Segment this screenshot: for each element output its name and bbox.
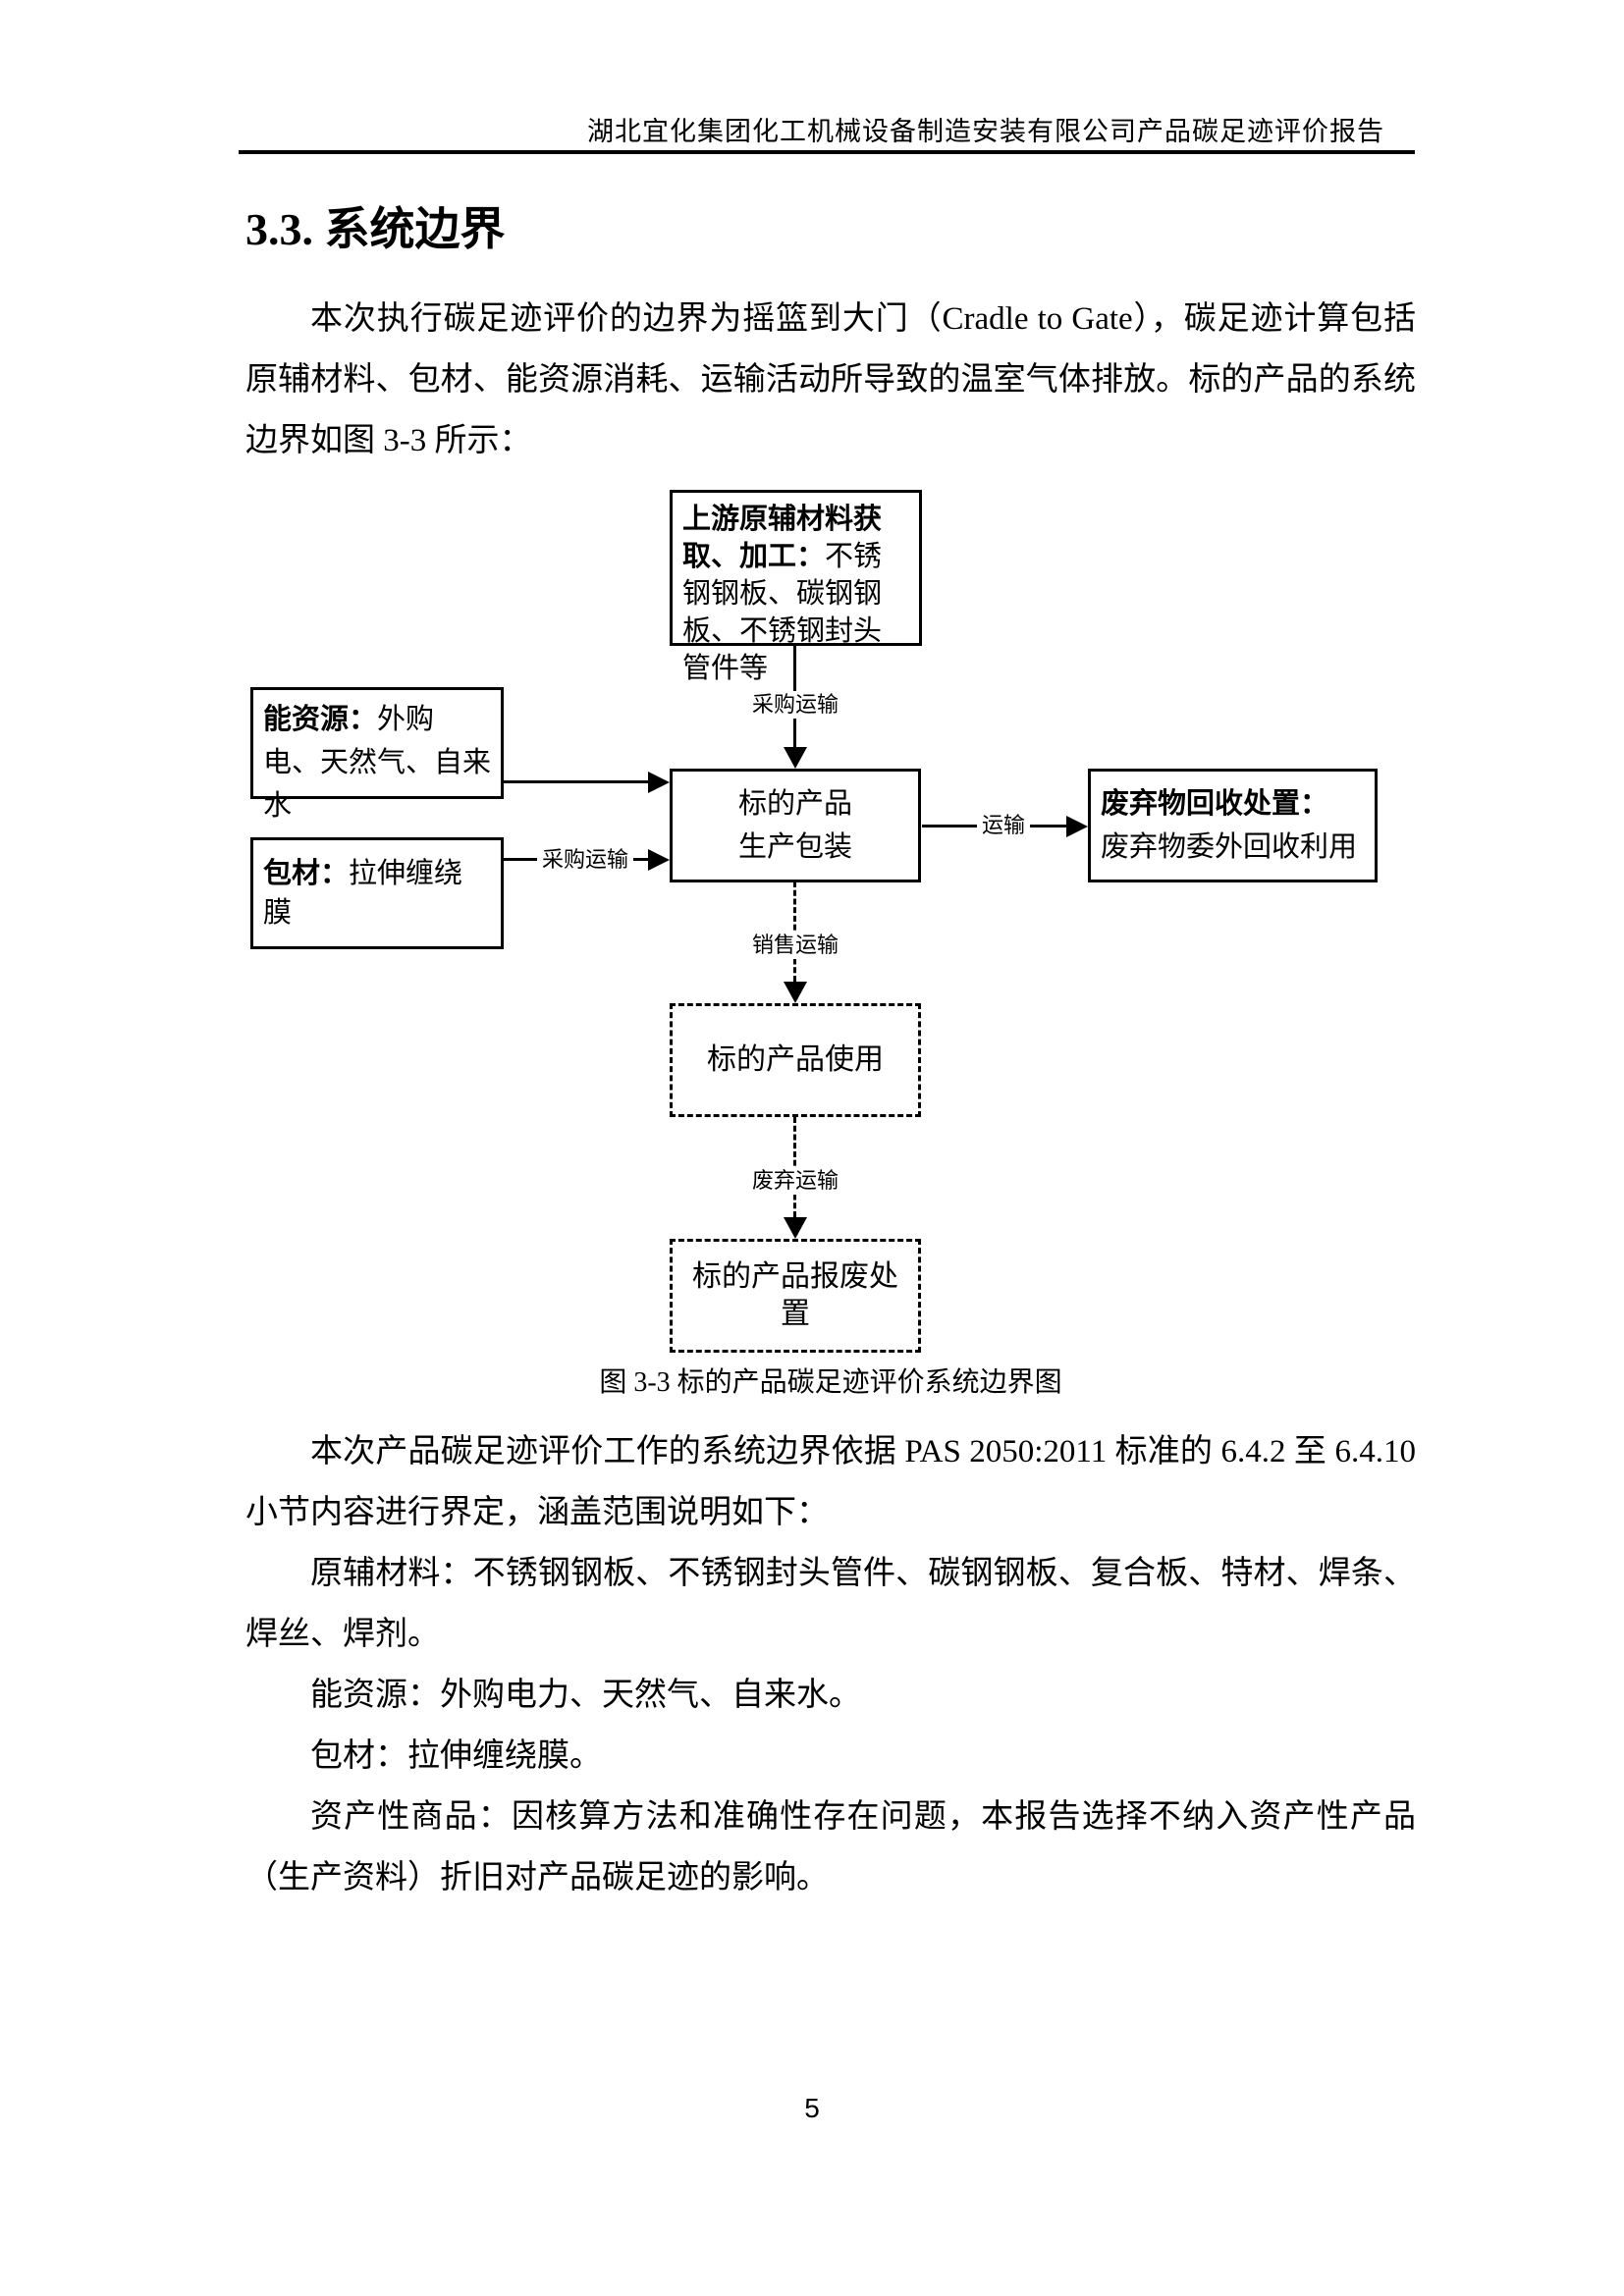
label-transport: 运输 xyxy=(976,812,1031,839)
packaging-box-title: 包材： xyxy=(263,858,350,889)
body-paragraph: 资产性商品：因核算方法和准确性存在问题，本报告选择不纳入资产性产品（生产资料）折… xyxy=(245,1799,1416,1896)
label-waste-transport: 废弃运输 xyxy=(746,1167,844,1195)
arrowhead-right-icon xyxy=(648,849,670,871)
arrowhead-down-icon xyxy=(784,747,807,769)
page-header-title: 湖北宜化集团化工机械设备制造安装有限公司产品碳足迹评价报告 xyxy=(587,117,1384,146)
energy-box-detail: 外购电、天然气、自来水 xyxy=(263,704,492,822)
label-procure-transport-left: 采购运输 xyxy=(536,846,634,874)
diagram-box-upstream-materials: 上游原辅材料获取、加工：不锈钢钢板、碳钢钢板、不锈钢封头管件等 xyxy=(670,490,922,684)
product-box-line2: 生产包装 xyxy=(737,831,852,863)
body-paragraph: 本次产品碳足迹评价工作的系统边界依据 PAS 2050:2011 标准的 6.4… xyxy=(245,1434,1416,1530)
diagram-box-product: 标的产品 生产包装 xyxy=(670,769,921,882)
body-paragraph: 能资源：外购电力、天然气、自来水。 xyxy=(310,1678,861,1713)
section-heading: 3.3. 系统边界 xyxy=(245,204,506,254)
lower-text-block: 图 3-3 标的产品碳足迹评价系统边界图 本次产品碳足迹评价工作的系统边界依据 … xyxy=(245,1361,1416,1908)
diagram-box-product-scrap: 标的产品报废处置 xyxy=(670,1239,921,1353)
label-procure-transport-top: 采购运输 xyxy=(746,691,844,719)
arrowhead-right-icon xyxy=(648,772,670,793)
waste-box-detail: 废弃物委外回收利用 xyxy=(1101,831,1358,863)
arrowhead-down-icon xyxy=(784,1217,807,1239)
arrowhead-right-icon xyxy=(1066,816,1088,837)
upstream-box-detail: 不锈钢钢板、碳钢钢板、不锈钢封头管件等 xyxy=(682,541,883,684)
use-box-label: 标的产品使用 xyxy=(707,1043,884,1076)
upstream-box-title: 上游原辅材料获取、加工： xyxy=(682,504,883,572)
waste-box-title: 废弃物回收处置： xyxy=(1101,788,1329,820)
arrowhead-down-icon xyxy=(784,982,807,1003)
page-number: 5 xyxy=(804,2093,820,2123)
figure-caption: 图 3-3 标的产品碳足迹评价系统边界图 xyxy=(599,1367,1062,1398)
body-paragraph: 原辅材料：不锈钢钢板、不锈钢封头管件、碳钢钢板、复合板、特材、焊条、焊丝、焊剂。 xyxy=(245,1556,1416,1652)
packaging-box-detail: 拉伸缠绕膜 xyxy=(263,858,463,929)
intro-paragraph: 本次执行碳足迹评价的边界为摇篮到大门（Cradle to Gate），碳足迹计算… xyxy=(245,301,1416,458)
label-sales-transport: 销售运输 xyxy=(746,932,844,959)
connector-energy-to-product xyxy=(504,780,651,783)
scrap-box-label: 标的产品报废处置 xyxy=(692,1260,898,1330)
product-box-line1: 标的产品 xyxy=(737,788,852,820)
diagram-box-packaging: 包材：拉伸缠绕膜 xyxy=(250,837,504,949)
body-paragraph: 包材：拉伸缠绕膜。 xyxy=(310,1738,602,1774)
energy-box-title: 能资源： xyxy=(263,704,378,735)
diagram-box-product-use: 标的产品使用 xyxy=(670,1003,921,1117)
diagram-box-energy: 能资源：外购电、天然气、自来水 xyxy=(250,687,504,822)
diagram-box-waste-recycling: 废弃物回收处置： 废弃物委外回收利用 xyxy=(1088,769,1378,882)
header-rule xyxy=(239,150,1415,154)
